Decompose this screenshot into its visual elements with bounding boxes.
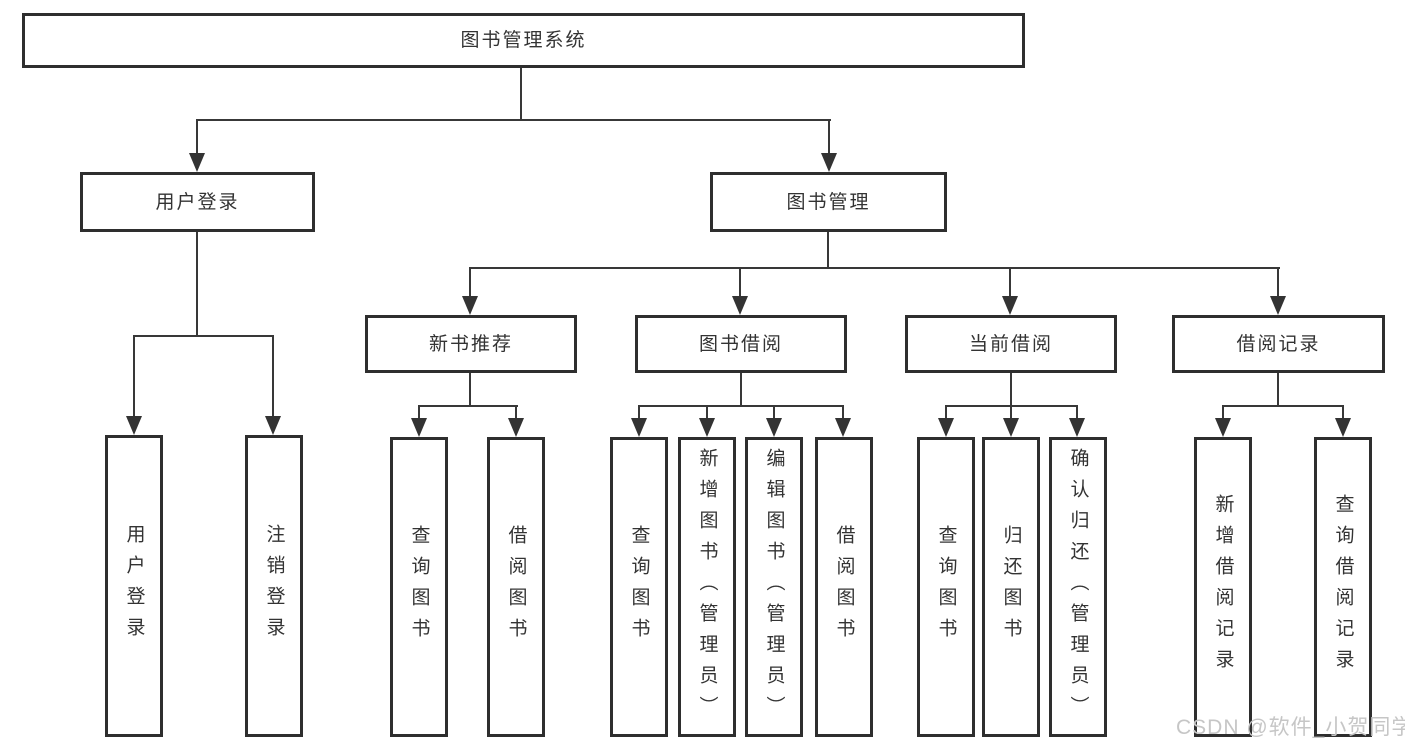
arrowhead-icon (821, 153, 837, 172)
arrowhead-icon (699, 418, 715, 437)
connector-line (418, 405, 518, 407)
arrowhead-icon (732, 296, 748, 315)
connector-line (1222, 405, 1224, 420)
connector-line (739, 267, 741, 298)
node-root-library-system: 图书管理系统 (22, 13, 1025, 68)
arrowhead-icon (411, 418, 427, 437)
connector-line (133, 335, 135, 418)
connector-line (638, 405, 640, 420)
node-book-borrow: 图书借阅 (635, 315, 847, 373)
node-new-book-recommend: 新书推荐 (365, 315, 577, 373)
connector-line (1277, 373, 1279, 407)
connector-line (469, 267, 1280, 269)
connector-line (842, 405, 844, 420)
connector-line (706, 405, 708, 420)
csdn-watermark: CSDN @软件_小贺同学 (1176, 716, 1405, 739)
leaf-confirm-return-admin: 确认归还（管理员） (1049, 437, 1107, 737)
leaf-logout: 注销登录 (245, 435, 303, 737)
connector-line (828, 119, 830, 155)
arrowhead-icon (1002, 296, 1018, 315)
leaf-query-books-rec: 查询图书 (390, 437, 448, 737)
arrowhead-icon (1270, 296, 1286, 315)
arrowhead-icon (462, 296, 478, 315)
leaf-edit-books-admin: 编辑图书（管理员） (745, 437, 803, 737)
connector-line (469, 373, 471, 407)
connector-line (1009, 267, 1011, 298)
leaf-add-books-admin: 新增图书（管理员） (678, 437, 736, 737)
leaf-query-books-current: 查询图书 (917, 437, 975, 737)
connector-line (1010, 373, 1012, 407)
connector-line (469, 267, 471, 298)
connector-line (196, 119, 831, 121)
connector-line (827, 232, 829, 269)
node-user-login: 用户登录 (80, 172, 315, 232)
leaf-borrow-books: 借阅图书 (815, 437, 873, 737)
node-borrow-records: 借阅记录 (1172, 315, 1385, 373)
connector-line (272, 335, 274, 418)
arrowhead-icon (1069, 418, 1085, 437)
arrowhead-icon (1215, 418, 1231, 437)
leaf-return-books: 归还图书 (982, 437, 1040, 737)
arrowhead-icon (189, 153, 205, 172)
connector-line (945, 405, 947, 420)
arrowhead-icon (835, 418, 851, 437)
connector-line (520, 68, 522, 121)
connector-line (1222, 405, 1344, 407)
leaf-borrow-books-rec: 借阅图书 (487, 437, 545, 737)
leaf-user-login: 用户登录 (105, 435, 163, 737)
connector-line (1277, 267, 1279, 298)
node-current-borrow: 当前借阅 (905, 315, 1117, 373)
connector-line (740, 373, 742, 407)
connector-line (196, 119, 198, 155)
arrowhead-icon (508, 418, 524, 437)
arrowhead-icon (265, 416, 281, 435)
arrowhead-icon (1335, 418, 1351, 437)
arrowhead-icon (631, 418, 647, 437)
connector-line (133, 335, 274, 337)
arrowhead-icon (1003, 418, 1019, 437)
connector-line (1010, 405, 1012, 420)
connector-line (1076, 405, 1078, 420)
leaf-query-borrow-record: 查询借阅记录 (1314, 437, 1372, 737)
arrowhead-icon (126, 416, 142, 435)
node-book-management: 图书管理 (710, 172, 947, 232)
connector-line (515, 405, 517, 420)
connector-line (418, 405, 420, 420)
connector-line (638, 405, 844, 407)
arrowhead-icon (766, 418, 782, 437)
arrowhead-icon (938, 418, 954, 437)
leaf-query-books-borrow: 查询图书 (610, 437, 668, 737)
leaf-add-borrow-record: 新增借阅记录 (1194, 437, 1252, 737)
connector-line (1342, 405, 1344, 420)
connector-line (773, 405, 775, 420)
connector-line (196, 232, 198, 337)
